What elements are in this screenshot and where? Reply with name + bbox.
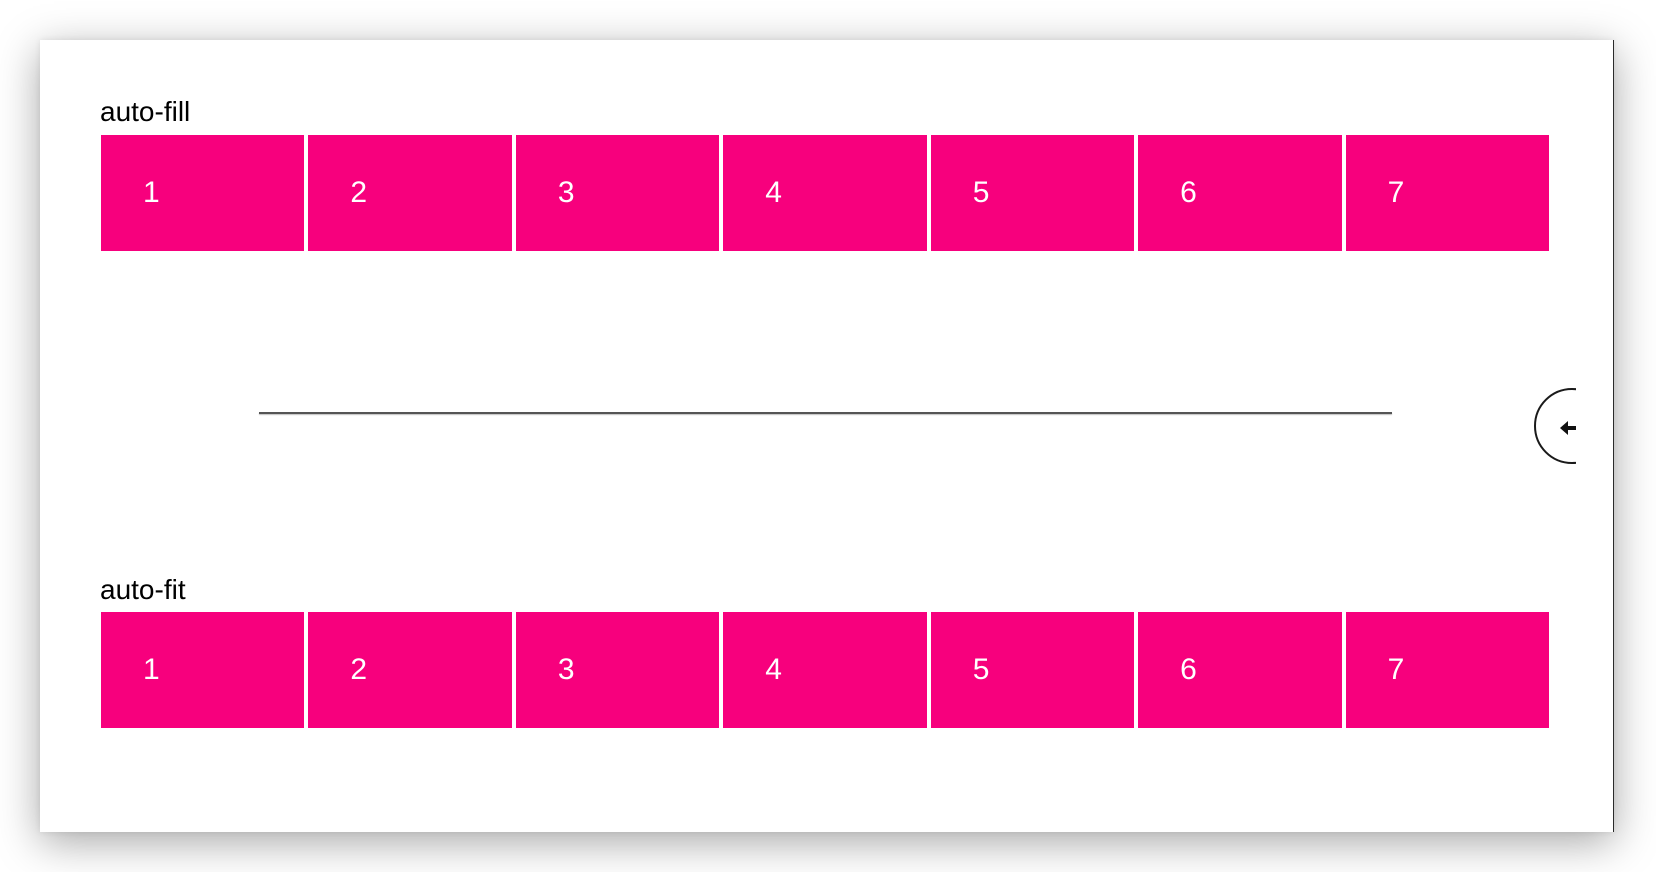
grid-item: 2 [308, 612, 512, 728]
auto-fit-grid: 1 2 3 4 5 6 7 [101, 612, 1549, 728]
grid-item: 1 [101, 612, 305, 728]
auto-fit-label: auto-fit [100, 574, 186, 605]
horizontal-rule [259, 412, 1392, 414]
auto-fill-grid: 1 2 3 4 5 6 7 [101, 135, 1549, 251]
grid-item: 7 [1345, 135, 1549, 251]
auto-fill-label: auto-fill [100, 96, 191, 127]
grid-item: 3 [515, 135, 720, 251]
grid-item: 3 [515, 612, 720, 728]
grid-item: 6 [1138, 135, 1342, 251]
grid-item: 1 [101, 135, 305, 251]
browser-viewport: auto-fill 1 2 3 4 5 6 7 auto-fit 1 2 3 4… [40, 40, 1614, 832]
grid-item: 4 [723, 612, 927, 728]
grid-item: 7 [1345, 612, 1549, 728]
grid-item: 5 [930, 135, 1135, 251]
grid-item: 2 [308, 135, 512, 251]
grid-item: 6 [1138, 612, 1342, 728]
grid-item: 5 [930, 612, 1135, 728]
grid-item: 4 [723, 135, 927, 251]
